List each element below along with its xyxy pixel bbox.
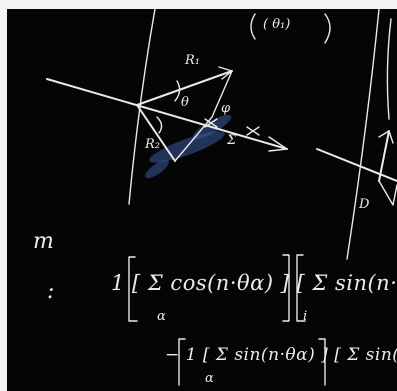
angle-arc [174, 80, 181, 102]
bracket-left [178, 338, 186, 386]
vertical-curve [386, 18, 392, 120]
bracket-left [296, 254, 306, 322]
right-lower-label: D [359, 197, 370, 212]
vector-right [378, 130, 390, 182]
sigma-small-label: Σ [227, 133, 237, 148]
axis-line [46, 78, 288, 150]
triangle-edge [174, 70, 233, 162]
formula-line-1-subscript: α [157, 309, 166, 324]
vector-r1 [136, 70, 233, 106]
blackboard: ( θ₁) R₁ R₂ θ φ Σ D m : 1 [ Σ cos(n·θα) … [7, 9, 397, 391]
formula-line-1-subscript: i [303, 309, 308, 324]
axis-line-right [316, 148, 397, 182]
bracket-right [318, 338, 326, 386]
theta-small-label: θ [181, 95, 189, 110]
vertical-curve [346, 9, 380, 260]
bracket-left [128, 256, 138, 322]
axis-arrowhead [268, 136, 288, 152]
bracket [324, 13, 331, 44]
chalk-drawing [46, 9, 397, 386]
angle-arc [156, 116, 163, 134]
cross-mark [204, 118, 218, 128]
bracket [250, 13, 256, 40]
theta-label: ( θ₁) [263, 17, 291, 32]
triangle-edge-right [378, 180, 397, 206]
formula-line-1: 1 [ Σ cos(n·θα) ] [ Σ sin(n·θi) [111, 271, 397, 295]
bracket-right [282, 254, 290, 322]
m-label: m [33, 229, 54, 254]
r1-label: R₁ [185, 53, 200, 68]
colon-label: : [47, 279, 55, 304]
blue-smudge [145, 159, 169, 179]
cross-mark [246, 126, 260, 136]
formula-line-2-subscript: α [205, 371, 214, 386]
phi-small-label: φ [221, 101, 231, 116]
vector-right-head [378, 130, 394, 144]
vector-r2 [136, 104, 176, 162]
vertical-curve [128, 9, 156, 205]
r2-label: R₂ [145, 137, 160, 152]
formula-line-2: − 1 [ Σ sin(n·θα) ] [ Σ sin( [165, 345, 397, 365]
